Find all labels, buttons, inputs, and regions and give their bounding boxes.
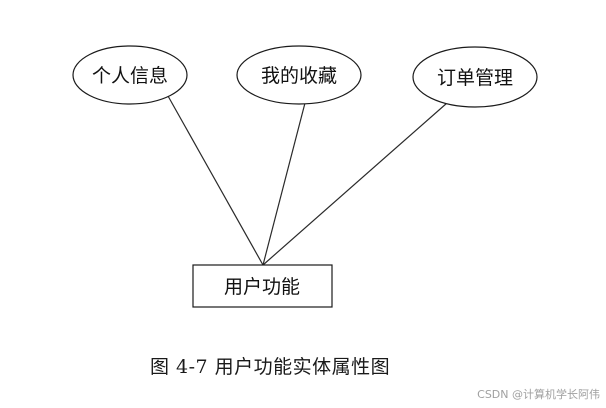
connector-my-favorites bbox=[262, 102, 306, 266]
attribute-order-management: 订单管理 bbox=[412, 46, 538, 108]
attribute-label: 个人信息 bbox=[92, 65, 168, 87]
connector-order-management bbox=[262, 102, 448, 266]
attribute-label: 订单管理 bbox=[437, 67, 513, 89]
entity-label: 用户功能 bbox=[224, 276, 300, 298]
figure-caption: 图 4-7 用户功能实体属性图 bbox=[150, 356, 391, 378]
connector-personal-info bbox=[167, 95, 264, 266]
attribute-ellipse bbox=[412, 46, 538, 108]
entity-user-functions: 用户功能 bbox=[192, 264, 333, 308]
attribute-personal-info: 个人信息 bbox=[72, 45, 188, 105]
attribute-ellipse bbox=[236, 45, 362, 105]
attribute-ellipse bbox=[72, 45, 188, 105]
entity-box bbox=[192, 264, 333, 308]
attribute-label: 我的收藏 bbox=[261, 65, 337, 87]
attribute-my-favorites: 我的收藏 bbox=[236, 45, 362, 105]
watermark: CSDN @计算机学长阿伟 bbox=[477, 388, 600, 401]
